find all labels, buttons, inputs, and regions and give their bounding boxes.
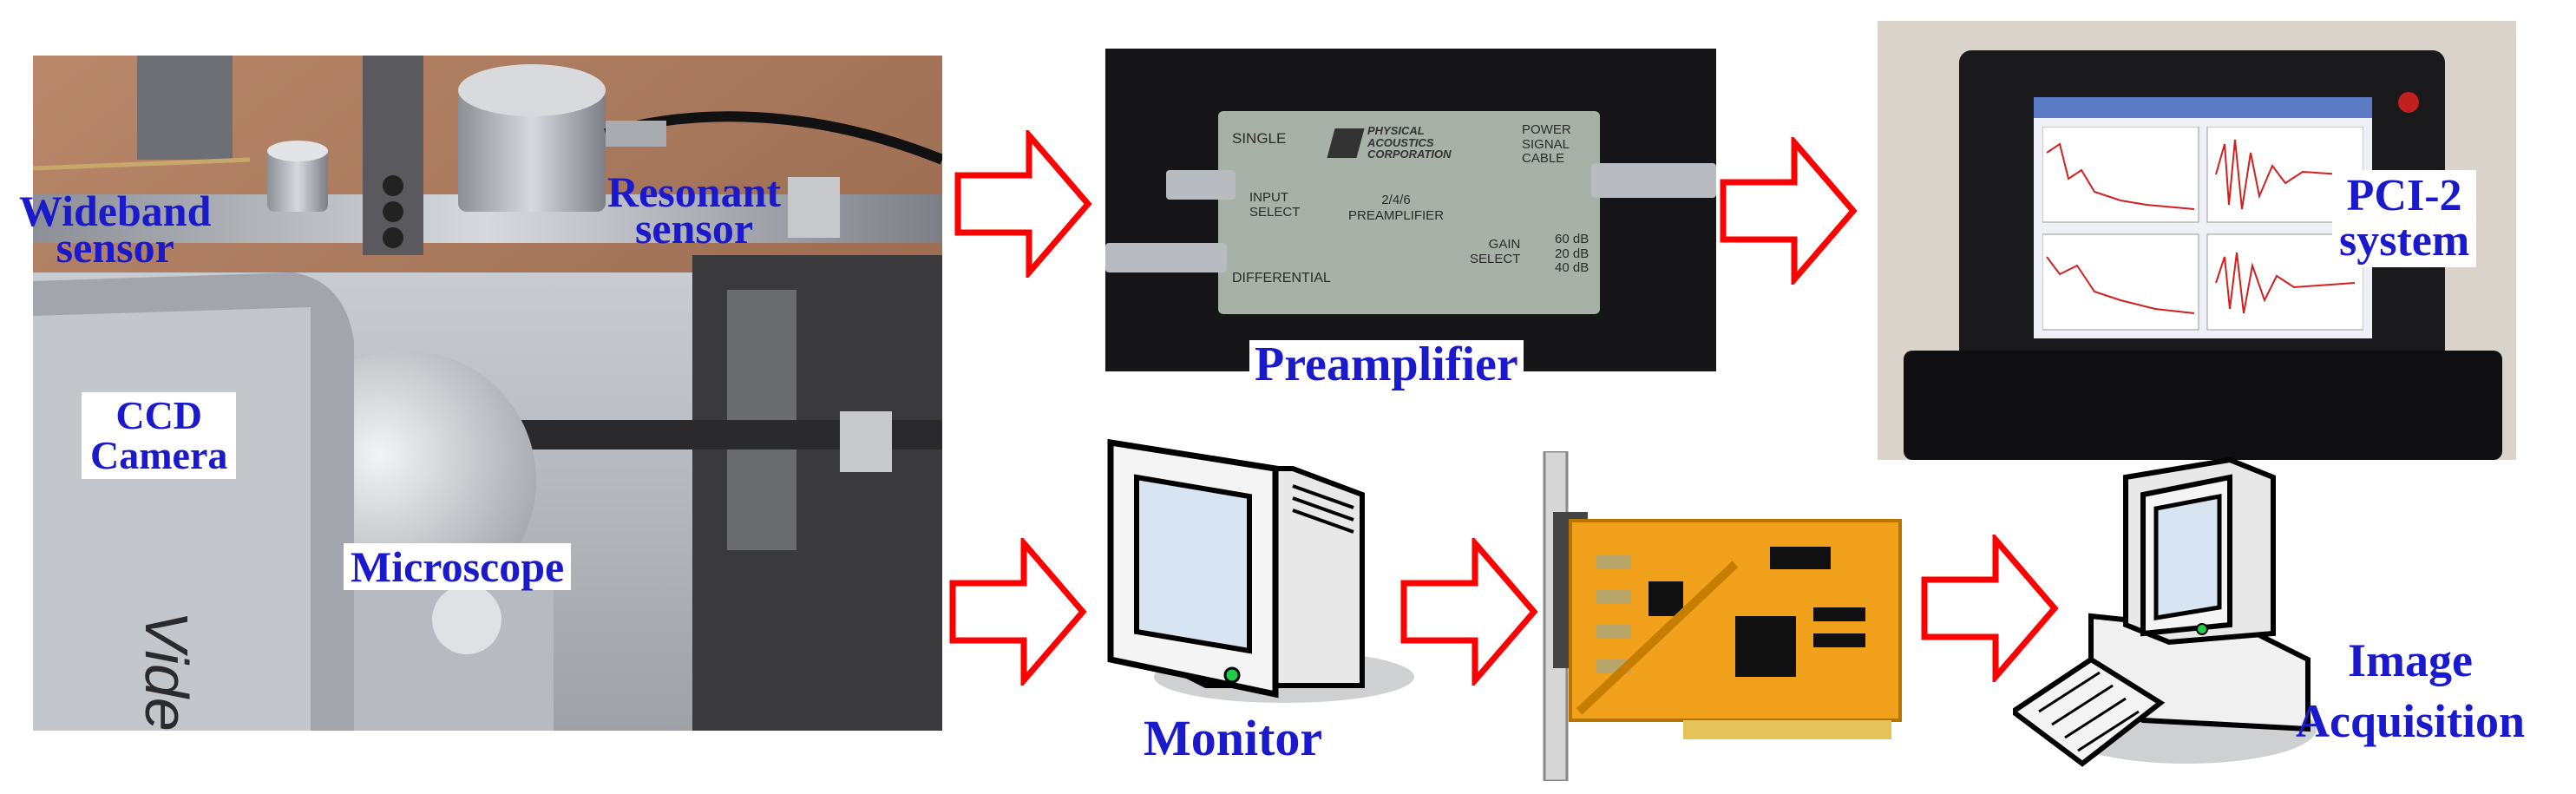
setup-photo: Videon: [33, 56, 942, 731]
pci-line1: PCI-2: [2346, 171, 2462, 220]
brand-text: PHYSICAL ACOUSTICS CORPORATION: [1367, 125, 1452, 161]
brand-line1: PHYSICAL: [1367, 124, 1425, 137]
power-signal-cable-text: POWER SIGNAL CABLE: [1522, 122, 1571, 167]
model-line2: PREAMPLIFIER: [1348, 208, 1445, 223]
pci2-system-label: PCI-2 system: [2332, 170, 2477, 267]
gain-line2: SELECT: [1470, 251, 1521, 266]
laptop-power-icon: [2398, 92, 2419, 113]
resonant-line1: Resonant: [607, 167, 782, 216]
arrow-card-to-computer: [1921, 535, 2059, 682]
gain-select-text: GAIN SELECT: [1470, 237, 1521, 266]
microscope-label: Microscope: [344, 542, 572, 591]
resonant-line2: sensor: [634, 204, 754, 253]
camera-brand-text: Videon: [133, 611, 200, 731]
input-select-text: INPUT SELECT: [1249, 190, 1301, 220]
preamplifier-text: Preamplifier: [1255, 338, 1518, 391]
microscope-text: Microscope: [351, 542, 565, 591]
single-text: SINGLE: [1232, 130, 1287, 147]
arrow-setup-to-monitor: [949, 538, 1087, 686]
preamplifier-label: Preamplifier: [1249, 340, 1524, 389]
image-acquisition-label: Image Acquisition: [2296, 637, 2525, 745]
power-line1: POWER: [1522, 122, 1571, 137]
pci-line2: system: [2339, 216, 2470, 266]
wideband-line1: Wideband: [19, 187, 212, 235]
monitor-label: Monitor: [1144, 713, 1322, 764]
ccd-line2: Camera: [90, 433, 228, 477]
monitor-text: Monitor: [1144, 710, 1323, 766]
input-select-line1: INPUT: [1249, 190, 1288, 205]
gain-40: 40 dB: [1555, 260, 1590, 275]
laptop-keyboard: [1904, 351, 2502, 460]
differential-text: DIFFERENTIAL: [1232, 271, 1331, 285]
gain-values-text: 60 dB 20 dB 40 dB: [1555, 232, 1590, 276]
arrow-setup-to-preamp: [954, 130, 1092, 278]
laptop-screen: [2034, 97, 2372, 338]
ccd-camera-label: CCD Camera: [82, 392, 237, 479]
brand-line3: CORPORATION: [1367, 148, 1452, 161]
input-select-line2: SELECT: [1249, 204, 1301, 220]
preamplifier-photo: PHYSICAL ACOUSTICS CORPORATION SINGLE IN…: [1105, 49, 1716, 371]
bnc-connector-icon: [1105, 243, 1227, 272]
image-line1: Image: [2348, 634, 2474, 686]
waveform-plots: [2042, 127, 2363, 331]
model-line1: 2/4/6: [1381, 193, 1411, 207]
ccd-line1: CCD: [115, 393, 203, 437]
capture-card-icon: [1543, 451, 1902, 781]
model-text: 2/4/6 PREAMPLIFIER: [1348, 193, 1444, 224]
computer-icon: [2013, 456, 2317, 767]
power-line3: CABLE: [1522, 151, 1565, 166]
wideband-sensor-label: Wideband sensor: [19, 189, 211, 269]
screen-toolbar: [2034, 97, 2372, 118]
bnc-connector-icon: [1166, 170, 1236, 200]
monitor-icon: [1107, 438, 1414, 703]
power-connector-icon: [1591, 163, 1716, 198]
arrow-preamp-to-pci: [1720, 137, 1858, 285]
preamp-box: PHYSICAL ACOUSTICS CORPORATION SINGLE IN…: [1218, 111, 1600, 314]
gain-60: 60 dB: [1555, 232, 1590, 246]
gain-20: 20 dB: [1555, 246, 1590, 261]
power-line2: SIGNAL: [1522, 136, 1570, 152]
physical-acoustics-logo-icon: [1327, 128, 1365, 158]
resonant-sensor-label: Resonant sensor: [607, 170, 781, 250]
brand-line2: ACOUSTICS: [1367, 135, 1434, 149]
wideband-line2: sensor: [56, 223, 174, 272]
arrow-monitor-to-card: [1400, 538, 1538, 686]
image-line2: Acquisition: [2296, 695, 2526, 747]
gain-line1: GAIN: [1488, 237, 1521, 252]
